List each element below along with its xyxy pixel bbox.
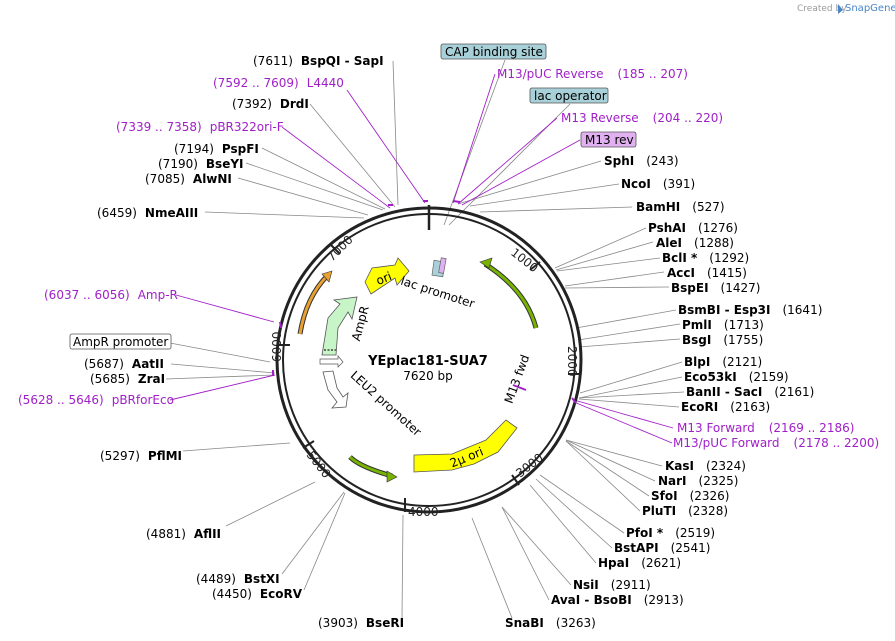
snapgene-logo-icon xyxy=(838,4,843,14)
enzyme-label: BsmBI - Esp3I(1641) xyxy=(678,303,822,317)
enzyme-label: (7194)PspFI xyxy=(174,142,259,156)
ampr-promoter-label: AmpR promoter xyxy=(73,335,168,349)
feature-ampr: AmpR xyxy=(321,296,372,356)
enzyme-label: (4881)AflII xyxy=(146,527,221,541)
enzyme-label: (4489)BstXI xyxy=(196,572,280,586)
tick-label-4000: 4000 xyxy=(408,505,439,519)
leader-lines xyxy=(165,59,685,619)
feature-2micron-ori: 2μ ori xyxy=(413,419,518,473)
primer-label: M13 Reverse(204 .. 220) xyxy=(561,111,723,125)
enzyme-label: PluTI(2328) xyxy=(642,504,728,518)
enzyme-label: AleI(1288) xyxy=(656,236,734,250)
enzyme-label: (7085)AlwNI xyxy=(145,172,232,186)
primer-marks xyxy=(272,200,577,404)
enzyme-label: BstAPI(2541) xyxy=(614,541,710,555)
enzyme-label: NarI(2325) xyxy=(658,474,738,488)
enzyme-label: PfoI *(2519) xyxy=(626,526,715,540)
primer-labels: (7592 .. 7609)L4440 (7339 .. 7358)pBR322… xyxy=(18,67,879,450)
feature-m13-fwd: M13 fwd xyxy=(502,353,533,406)
credit-text: Created by xyxy=(797,4,847,14)
enzyme-label: BclI *(1292) xyxy=(662,251,749,265)
brand-text: SnapGene xyxy=(845,3,895,14)
primer-leader-lines xyxy=(169,73,674,444)
enzyme-label: HpaI(2621) xyxy=(598,556,681,570)
enzyme-label: KasI(2324) xyxy=(665,459,746,473)
enzyme-label: (5685)ZraI xyxy=(90,372,165,386)
primer-label: (7592 .. 7609)L4440 xyxy=(213,76,344,90)
primer-label: M13/pUC Forward(2178 .. 2200) xyxy=(673,436,879,450)
tick-label-2000: 2000 xyxy=(565,346,579,377)
enzyme-labels: (7611)BspQI - SapI (7392)DrdI (7194)PspF… xyxy=(84,54,822,630)
boxed-ampr-promoter: AmpR promoter xyxy=(69,333,172,350)
ring-tick-marks xyxy=(277,243,581,512)
feature-ori: ori xyxy=(364,257,410,295)
feature-ampr-promoter-arrow xyxy=(319,355,344,368)
boxed-lac-operator: lac operator xyxy=(529,87,609,104)
enzyme-label: BanII - SacI(2161) xyxy=(686,385,814,399)
ori-label: ori xyxy=(374,269,394,288)
orange-arrow-left xyxy=(297,270,333,335)
lac-promoter-label: lac promoter xyxy=(399,274,476,311)
boxed-m13-rev: M13 rev xyxy=(580,131,637,148)
green-arrow-bottom xyxy=(348,455,398,483)
primer-label: (5628 .. 5646)pBRforEco xyxy=(18,393,174,407)
enzyme-label: NsiI(2911) xyxy=(573,578,651,592)
cap-binding-site-label: CAP binding site xyxy=(445,45,543,59)
m13-fwd-label: M13 fwd xyxy=(502,353,533,406)
enzyme-label: BsgI(1755) xyxy=(682,333,763,347)
primer-label: M13 Forward(2169 .. 2186) xyxy=(677,421,854,435)
lac-operator-label: lac operator xyxy=(534,89,607,103)
tick-label-6000: 6000 xyxy=(270,331,284,362)
enzyme-label: (5687)AatII xyxy=(84,357,164,371)
enzyme-label: (4450)EcoRV xyxy=(212,587,303,601)
enzyme-label: SnaBI(3263) xyxy=(505,616,596,630)
plasmid-size: 7620 bp xyxy=(403,369,453,383)
enzyme-label: SphI(243) xyxy=(604,154,679,168)
primer-label: (7339 .. 7358)pBR322ori-F xyxy=(116,120,284,134)
enzyme-label: (3903)BseRI xyxy=(318,616,404,630)
enzyme-label: BlpI(2121) xyxy=(684,355,762,369)
plasmid-backbone xyxy=(275,205,583,514)
enzyme-label: BspEI(1427) xyxy=(671,281,760,295)
enzyme-label: (7392)DrdI xyxy=(232,97,309,111)
m13-rev-label: M13 rev xyxy=(585,133,634,147)
primer-label: M13/pUC Reverse(185 .. 207) xyxy=(497,67,688,81)
enzyme-label: (6459)NmeAIII xyxy=(97,206,198,220)
enzyme-label: PshAI(1276) xyxy=(648,221,738,235)
plasmid-name: YEplac181-SUA7 xyxy=(367,354,488,369)
enzyme-label: AvaI - BsoBI(2913) xyxy=(551,593,684,607)
enzyme-label: EcoRI(2163) xyxy=(681,400,770,414)
feature-lac-promoter: lac promoter xyxy=(399,257,476,311)
enzyme-label: NcoI(391) xyxy=(621,177,695,191)
enzyme-label: Eco53kI(2159) xyxy=(684,370,789,384)
enzyme-label: BamHI(527) xyxy=(636,200,725,214)
green-arrow-top-right xyxy=(479,257,539,329)
enzyme-label: (7611)BspQI - SapI xyxy=(253,54,384,68)
primer-label: (6037 .. 6056)Amp-R xyxy=(44,288,178,302)
enzyme-label: (7190)BseYI xyxy=(158,157,244,171)
enzyme-label: AccI(1415) xyxy=(667,266,747,280)
boxed-cap-binding-site: CAP binding site xyxy=(440,43,547,60)
enzyme-label: PmlI(1713) xyxy=(682,318,764,332)
enzyme-label: SfoI(2326) xyxy=(651,489,729,503)
enzyme-label: (5297)PflMI xyxy=(100,449,182,463)
